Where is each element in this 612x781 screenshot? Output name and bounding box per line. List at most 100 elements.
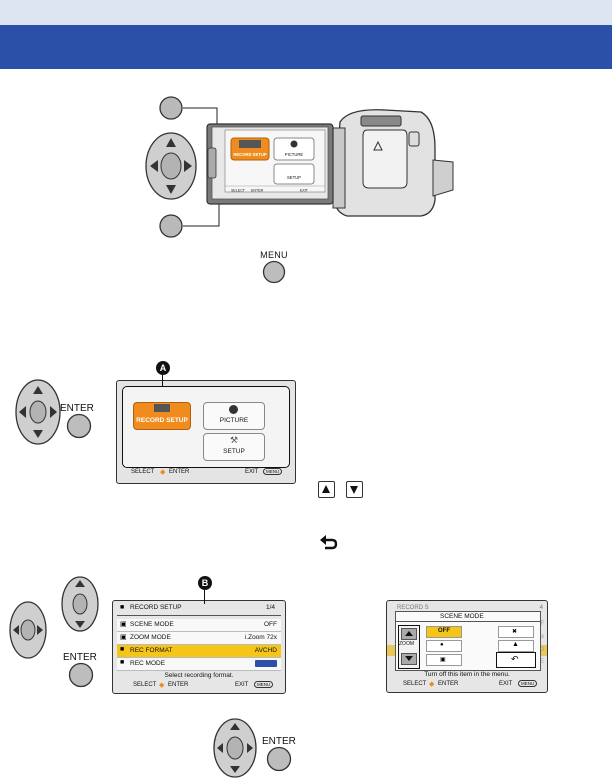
scene-return-button[interactable]: ↶ — [496, 652, 536, 668]
lowlight-icon: ✖ — [512, 629, 518, 635]
joystick-icon — [15, 379, 61, 445]
scene-mode-screen: RECORD S 4 OFF 72x HD HE SCENE MODE ZOOM… — [386, 600, 548, 693]
enter-button-icon[interactable] — [66, 413, 92, 439]
scene-option-off-label: OFF — [438, 628, 450, 634]
scene-footer-select: SELECT — [403, 681, 427, 687]
camera-illustration: RECORD SETUP PICTURE SETUP SELECT ENTER … — [145, 96, 454, 238]
lcd-footer-select: SELECT — [231, 189, 246, 193]
row-value: AVCHD — [254, 647, 277, 654]
submenu-footer-arrow-icon: ◆ — [159, 682, 165, 689]
row-value: i.Zoom 72x — [244, 634, 277, 641]
top-menu-footer-exit: EXIT — [245, 469, 259, 475]
scene-bg-header: RECORD S — [397, 605, 429, 611]
scroll-up-icon — [405, 631, 413, 636]
row-value: OFF — [264, 621, 277, 628]
scroll-down-icon — [405, 656, 413, 661]
top-menu-screen: RECORD SETUP PICTURE ⚒ SETUP SELECT ◆ EN… — [116, 380, 296, 484]
lower-button-icon — [159, 214, 183, 238]
return-icon — [320, 535, 338, 550]
submenu-row-rec-mode[interactable]: ■ REC MODE — [117, 658, 281, 671]
joystick-icon — [9, 601, 47, 659]
zoom-icon: ▣ — [120, 634, 127, 641]
submenu-page: 1/4 — [265, 604, 275, 611]
lcd-setup-label: SETUP — [287, 175, 301, 180]
scene-popup-title-line — [396, 621, 540, 622]
scene-icon: ▣ — [120, 621, 127, 628]
scene-footer-enter: ENTER — [438, 681, 459, 687]
top-menu-exit-button: MENU — [263, 468, 283, 475]
joystick-icon — [213, 718, 257, 778]
record-setup-submenu: ■ RECORD SETUP 1/4 ▣ SCENE MODE OFF ▣ ZO… — [112, 600, 286, 694]
enter-button-icon[interactable] — [68, 662, 94, 688]
scene-help-text: Turn off this item in the menu. — [424, 671, 510, 678]
setup-label: SETUP — [223, 448, 245, 455]
lcd-footer-exit: EXIT — [300, 189, 309, 193]
scene-option-off[interactable]: OFF — [426, 626, 462, 638]
marker-b-leader — [204, 590, 205, 604]
scroll-up-button[interactable] — [401, 628, 417, 640]
camera-lcd: RECORD SETUP PICTURE SETUP SELECT ENTER … — [206, 123, 334, 205]
submenu-footer-enter: ENTER — [168, 682, 189, 688]
submenu-row-zoom-mode[interactable]: ▣ ZOOM MODE i.Zoom 72x — [117, 632, 281, 645]
joystick-updown-icon — [61, 576, 99, 632]
rec-mode-badge-icon — [255, 660, 277, 667]
record-setup-tile[interactable]: RECORD SETUP — [133, 402, 191, 430]
menu-button-icon[interactable] — [262, 260, 286, 284]
marker-a: A — [156, 361, 170, 375]
scene-option-sports[interactable]: ● — [426, 640, 462, 652]
top-menu-footer-enter: ENTER — [169, 469, 190, 475]
record-setup-icon: ■ — [120, 604, 125, 611]
scene-zoom-label: ZOOM — [399, 641, 414, 647]
enter-label: ENTER — [262, 736, 296, 747]
spotlight-icon: ▲ — [512, 641, 519, 648]
lcd-record-setup-label: RECORD SETUP — [233, 152, 266, 157]
submenu-row-scene-mode[interactable]: ▣ SCENE MODE OFF — [117, 619, 281, 632]
submenu-help-text: Select recording format. — [164, 672, 234, 679]
enter-label: ENTER — [60, 403, 94, 414]
up-arrow-icon — [322, 485, 330, 493]
row-label: ZOOM MODE — [130, 634, 171, 641]
submenu-footer-exit: EXIT — [235, 682, 249, 688]
submenu-exit-button: MENU — [254, 681, 274, 688]
row-label: SCENE MODE — [130, 621, 174, 628]
submenu-row-rec-format[interactable]: ■ REC FORMAT AVCHD — [117, 645, 281, 658]
top-menu-footer-select: SELECT — [131, 469, 155, 475]
scene-exit-button: MENU — [518, 680, 538, 687]
top-menu-footer-arrow-icon: ◆ — [160, 469, 166, 476]
scene-popup-title: SCENE MODE — [440, 613, 484, 620]
record-setup-label: RECORD SETUP — [136, 417, 188, 424]
row-label: REC MODE — [130, 660, 166, 667]
down-arrow-button[interactable] — [346, 481, 363, 498]
row-label: REC FORMAT — [130, 647, 173, 654]
wrench-icon: ⚒ — [229, 435, 239, 445]
down-arrow-icon — [350, 486, 358, 494]
scene-option-lowlight[interactable]: ✖ — [498, 626, 534, 638]
menu-button-label: MENU — [260, 250, 288, 260]
submenu-footer-select: SELECT — [133, 682, 157, 688]
camcorder-body — [332, 109, 454, 217]
scene-footer-exit: EXIT — [499, 681, 513, 687]
lcd-picture-label: PICTURE — [285, 152, 304, 157]
lcd-footer-enter: ENTER — [251, 189, 264, 193]
sports-icon: ● — [440, 642, 444, 648]
enter-button-icon[interactable] — [266, 746, 292, 772]
title-bar — [0, 25, 612, 69]
record-icon: ■ — [120, 646, 125, 653]
joystick-icon — [145, 132, 197, 200]
up-arrow-button[interactable] — [318, 481, 335, 498]
enter-label: ENTER — [63, 652, 97, 663]
scene-bg-page: 4 — [539, 605, 543, 611]
scene-option-spotlight[interactable]: ▲ — [498, 640, 534, 652]
submenu-title-row: ■ RECORD SETUP 1/4 — [113, 603, 285, 614]
scroll-down-button[interactable] — [401, 653, 417, 665]
scene-option-portrait[interactable]: ▣ — [426, 654, 462, 666]
scene-scroll-column: ZOOM — [398, 625, 420, 669]
submenu-title: RECORD SETUP — [130, 604, 182, 611]
return-icon: ↶ — [511, 654, 519, 664]
setup-tile[interactable]: ⚒ SETUP — [203, 433, 265, 461]
page-header — [0, 0, 612, 25]
picture-tile[interactable]: PICTURE — [203, 402, 265, 430]
record-icon: ■ — [120, 659, 125, 666]
picture-label: PICTURE — [219, 417, 249, 424]
picture-icon — [229, 405, 238, 414]
